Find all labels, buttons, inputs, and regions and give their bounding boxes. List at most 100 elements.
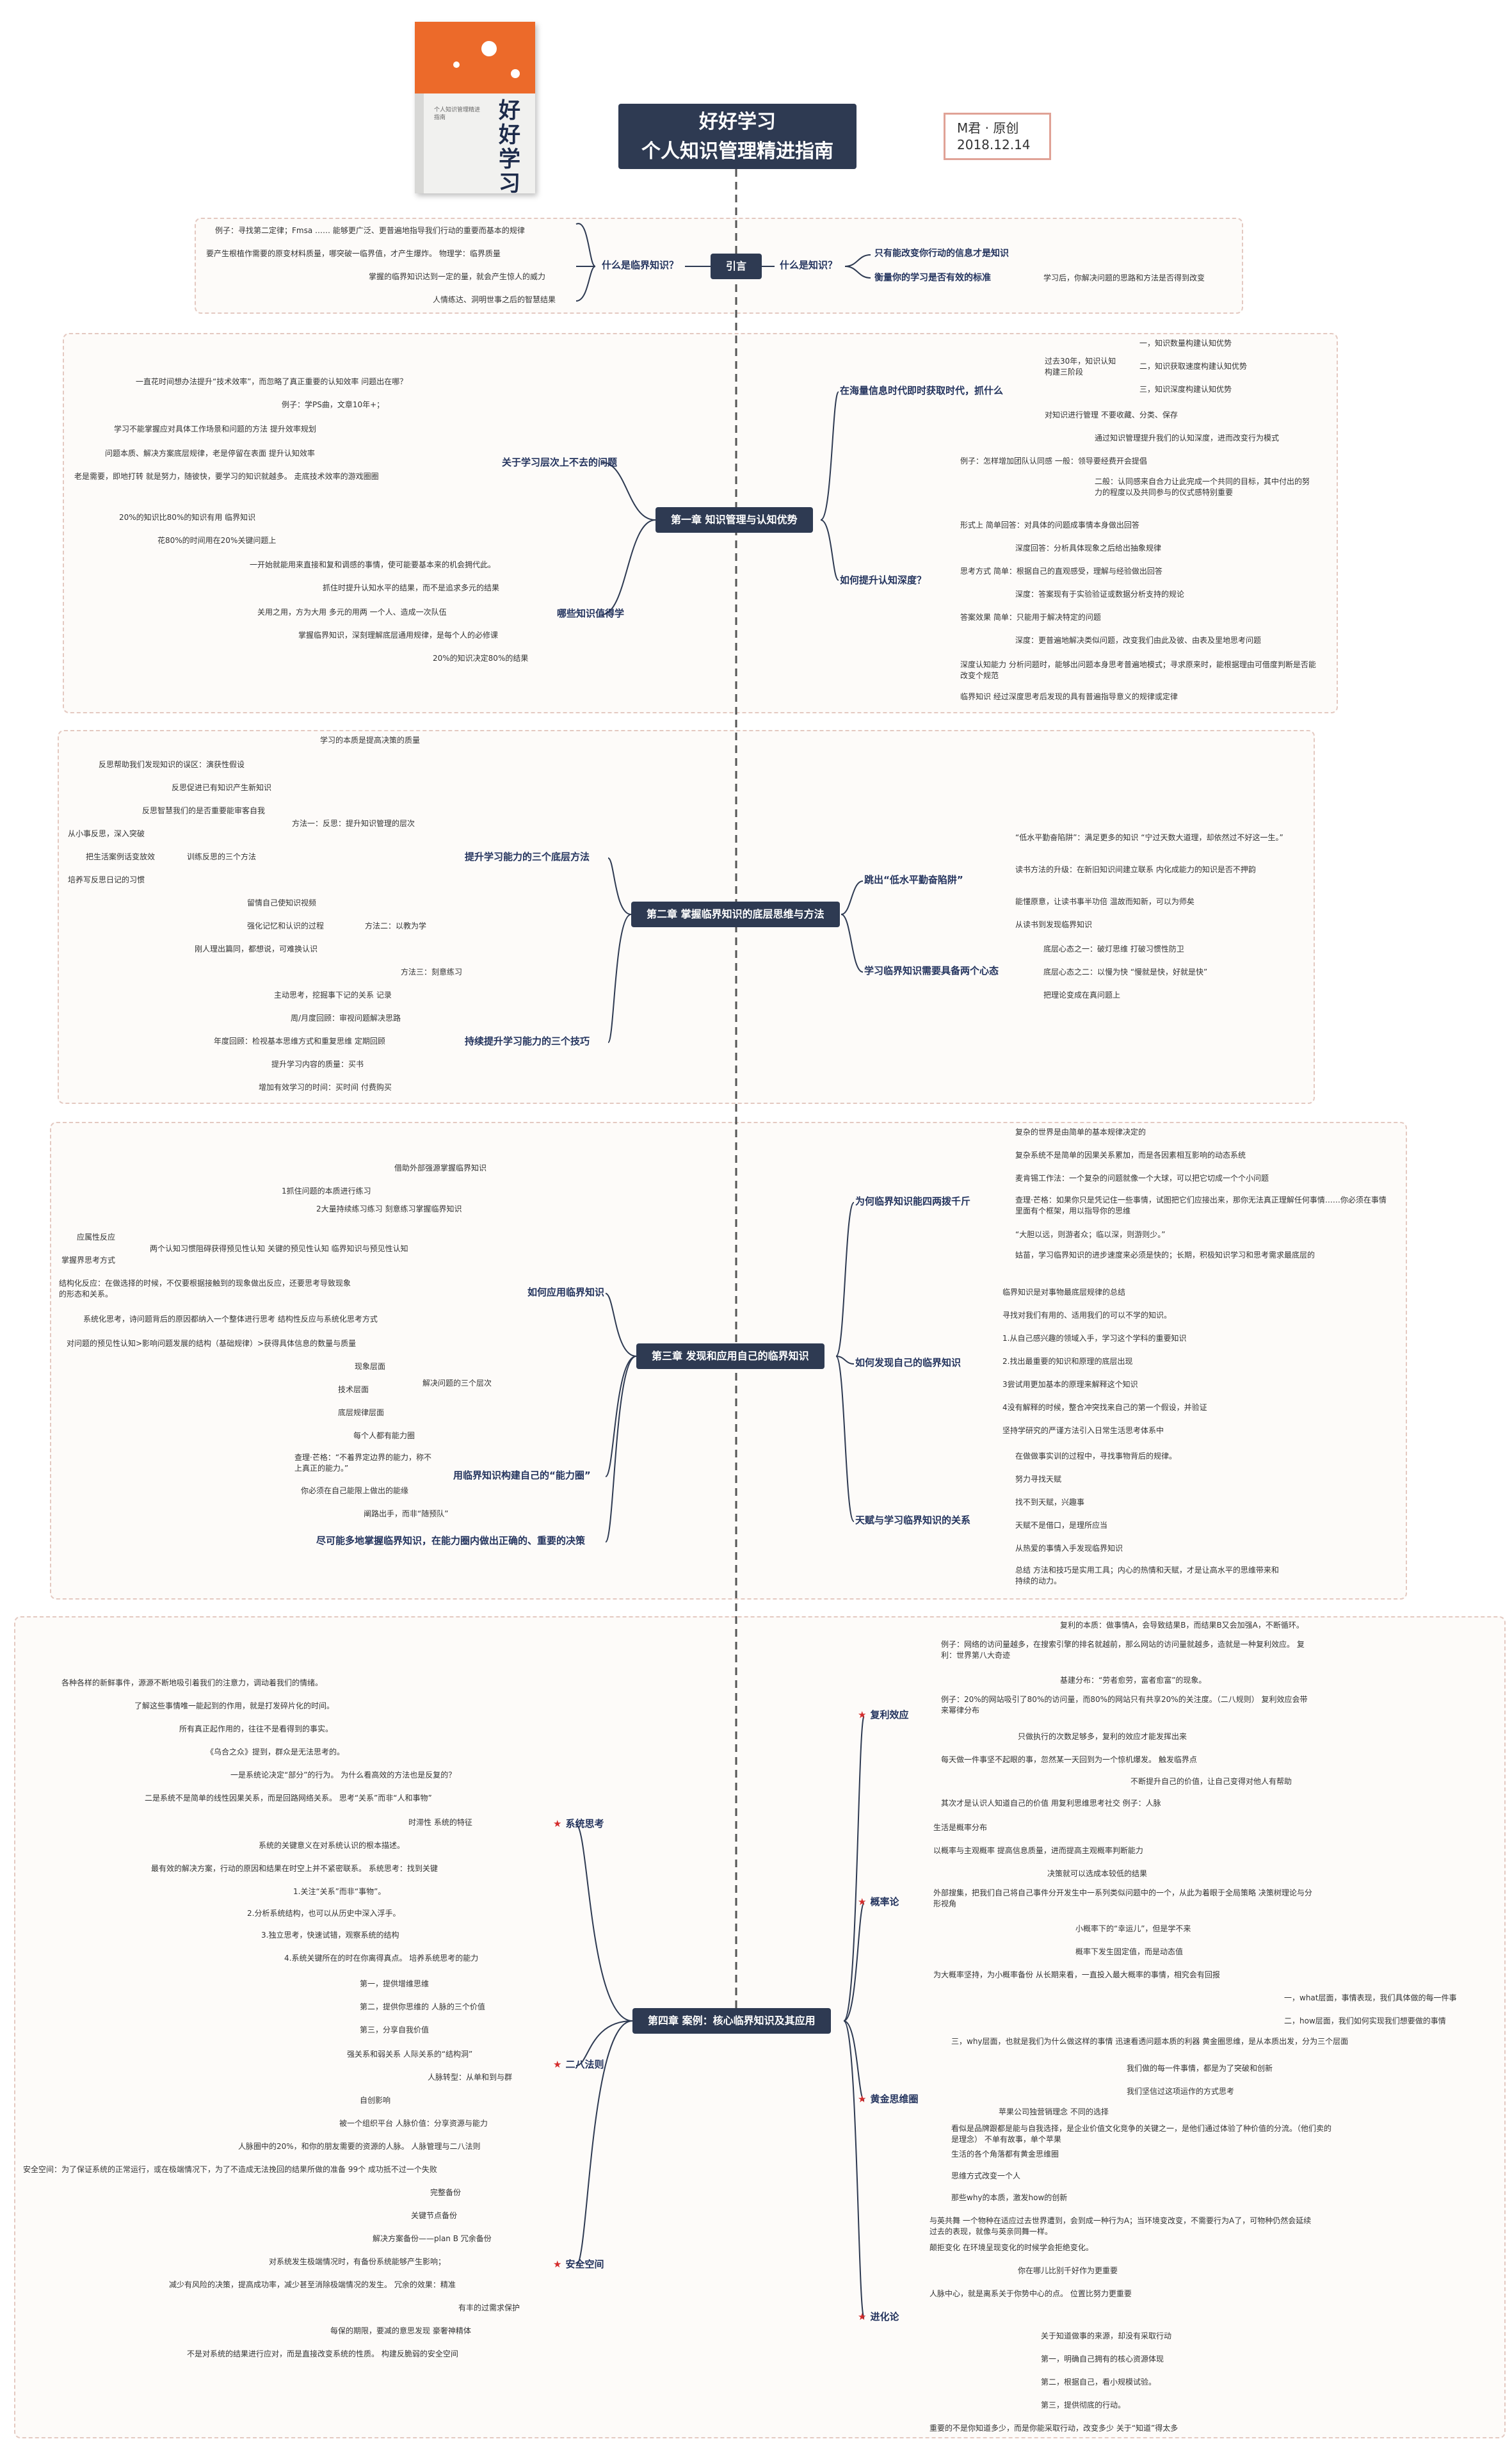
ch1-leaf: 20%的知识决定80%的结果 (433, 654, 529, 663)
ch4-left-branch[interactable]: ★安全空间 (553, 2258, 604, 2271)
ch4-right-branch-label: 进化论 (870, 2311, 899, 2322)
intro-left-item: 人情练达、洞明世事之后的智慧结果 (433, 295, 556, 304)
ch3-right-branch[interactable]: 如何发现自己的临界知识 (855, 1357, 961, 1368)
ch3-left-branch[interactable]: 如何应用临界知识 (527, 1286, 605, 1298)
ch4-leaf: 我们做的每一件事情，都是为了突破和创新 (1127, 2064, 1273, 2073)
ch1-left-branch[interactable]: 哪些知识值得学 (557, 608, 625, 619)
ch3-right-branch[interactable]: 天赋与学习临界知识的关系 (855, 1514, 971, 1526)
ch1-leaf: 思考方式 简单：根据自己的直观感受，理解与经验做出回答 (960, 567, 1162, 576)
ch4-left-branch[interactable]: ★系统思考 (553, 1817, 604, 1830)
ch1-leaf: 例子：怎样增加团队认同感 一般：领导要经费开会提倡 (960, 457, 1147, 466)
intro-left-item: 掌握的临界知识达到一定的量，就会产生惊人的威力 (369, 272, 546, 281)
ch3-leaf: 底层规律层面 (338, 1408, 385, 1417)
intro-node[interactable]: 引言 (711, 254, 762, 279)
ch4-left-branch[interactable]: ★二八法则 (553, 2058, 604, 2071)
ch2-left-branch[interactable]: 持续提升学习能力的三个技巧 (465, 1035, 590, 1047)
author-note: M君 · 原创 2018.12.14 (944, 113, 1051, 160)
ch4-leaf: 安全空间：为了保证系统的正常运行，或在极端情况下，为了不造成无法挽回的结果所做的… (23, 2165, 437, 2174)
ch2-leaf: 从小事反思，深入突破 (68, 829, 145, 838)
ch2-leaf: 方法三：刻意练习 (401, 968, 463, 977)
ch3-leaf: 姑苗，学习临界知识的进步速度来必须是快的；长期，积极知识学习和思考需求最底层的 (1015, 1251, 1315, 1260)
ch1-leaf: 临界知识 经过深度思考后发现的具有普遍指导意义的规律或定律 (960, 692, 1178, 701)
ch1-leaf: 通过知识管理提升我们的认知深度，进而改变行为模式 (1095, 434, 1280, 442)
ch4-leaf: 一，what层面，事情表现，我们具体做的每一件事 (1284, 1993, 1457, 2002)
central-title: 好好学习 个人知识管理精进指南 (618, 104, 857, 169)
ch4-right-branch[interactable]: ★黄金思维圈 (858, 2093, 918, 2105)
ch4-leaf: 第一，提供增维思维 (360, 1979, 430, 1988)
ch3-left-branch[interactable]: 用临界知识构建自己的“能力圈” (453, 1470, 591, 1481)
ch4-leaf: 复利的本质：做事情A，会导致结果B，而结果B又会加强A，不断循环。 (1060, 1621, 1304, 1630)
ch4-leaf: 减少有风险的决策，提高成功率，减少甚至消除极端情况的发生。 冗余的效果：精准 (169, 2280, 456, 2289)
ch3-leaf: 1抓住问题的本质进行练习 (282, 1187, 371, 1196)
ch4-leaf: 人脉圈中的20%，和你的朋友需要的资源的人脉。 人脉管理与二八法则 (238, 2142, 481, 2151)
ch4-leaf: 我们坚信过这项运作的方式思考 (1127, 2087, 1235, 2096)
ch3-leaf: 找不到天赋，兴趣事 (1015, 1498, 1085, 1507)
central-title-line1: 好好学习 (699, 111, 776, 133)
ch4-leaf: 小概率下的“幸运儿”，但是学不来 (1075, 1924, 1191, 1933)
ch4-leaf: 关键节点备份 (411, 2211, 458, 2220)
ch4-leaf: 一是系统论决定“部分”的行为。 为什么看高效的方法也是反复的？ (230, 1771, 456, 1779)
ch3-leaf: 临界知识是对事物最底层规律的总结 (1002, 1288, 1126, 1297)
ch4-leaf: 所有真正起作用的，往往不是看得到的事实。 (179, 1724, 334, 1733)
ch2-left-branch[interactable]: 提升学习能力的三个底层方法 (465, 851, 590, 863)
chapter3-node[interactable]: 第三章 发现和应用自己的临界知识 (636, 1343, 824, 1369)
ch2-leaf: 能懂原意，让读书事半功倍 温故而知新，可以为师矣 (1015, 897, 1194, 906)
ch3-leaf: 天赋不是借口，是理所应当 (1015, 1521, 1108, 1530)
ch2-leaf: 提升学习内容的质量：买书 (271, 1060, 364, 1069)
ch1-leaf: 深度认知能力 分析问题时，能够出问题本身思考普遍地模式；寻求原来时，能根据理由可… (960, 660, 1316, 680)
ch3-leaf: “大胆以远，则游者众；临以深，则游则少。” (1015, 1230, 1166, 1239)
ch4-leaf: 强关系和弱关系 人际关系的“结构洞” (347, 2050, 473, 2059)
ch4-leaf: 第一，明确自己拥有的核心资源体现 (1041, 2355, 1164, 2363)
ch4-leaf: 概率下发生固定值，而是动态值 (1075, 1947, 1184, 1956)
ch4-leaf: 每保的期限，要减的意思发现 豪奢神精体 (330, 2326, 471, 2335)
ch4-leaf: 不断提升自己的价值，让自己变得对他人有帮助 (1130, 1777, 1292, 1786)
star-icon: ★ (858, 1896, 867, 1908)
ch2-leaf: 主动思考，挖掘事下记的关系 记录 (274, 991, 392, 1000)
ch4-leaf: 其次才是认识人知道自己的价值 用复利思维思考社交 例子：人脉 (941, 1799, 1161, 1808)
star-icon: ★ (553, 2258, 562, 2270)
chapter1-node[interactable]: 第一章 知识管理与认知优势 (655, 507, 813, 533)
ch1-right-branch[interactable]: 在海量信息时代即时获取时代，抓什么 (840, 385, 1004, 396)
ch2-leaf: 反思帮助我们发现知识的误区：演获性假设 (99, 760, 245, 769)
ch1-leaf: 二，知识获取速度构建认知优势 (1139, 362, 1248, 371)
ch3-right-branch[interactable]: 为何临界知识能四两拨千斤 (855, 1196, 971, 1207)
ch2-leaf: 反思促进已有知识产生新知识 (172, 783, 272, 792)
ch4-right-branch[interactable]: ★复利效应 (858, 1708, 908, 1721)
ch3-leaf: 你必须在自己能限上做出的能缘 (301, 1486, 409, 1495)
intro-left-branch[interactable]: 什么是临界知识？ (602, 259, 679, 271)
ch4-right-branch-label: 复利效应 (870, 1709, 909, 1721)
ch1-leaf: 三，知识深度构建认知优势 (1139, 385, 1232, 394)
ch4-right-branch[interactable]: ★进化论 (858, 2310, 899, 2323)
ch2-leaf: 底层心态之二：以慢为快 “慢就是快，好就是快” (1043, 968, 1208, 977)
ch4-leaf: 对系统发生极端情况时，有备份系统能够产生影响； (269, 2257, 446, 2266)
ch4-leaf: 时滞性 系统的特征 (408, 1818, 472, 1827)
ch4-leaf: 完整备份 (430, 2188, 462, 2197)
ch2-leaf: 强化记忆和认识的过程 (247, 921, 325, 930)
ch2-right-branch[interactable]: 学习临界知识需要具备两个心态 (864, 965, 999, 977)
chapter2-node[interactable]: 第二章 掌握临界知识的底层思维与方法 (631, 902, 840, 927)
ch4-leaf: 《乌合之众》提到，群众是无法思考的。 (206, 1747, 345, 1756)
ch4-right-branch-label: 概率论 (870, 1896, 899, 1908)
ch3-left-branch[interactable]: 尽可能多地掌握临界知识，在能力圈内做出正确的、重要的决策 (316, 1535, 586, 1546)
intro-right-note: 学习后，你解决问题的思路和方法是否得到改变 (1043, 273, 1205, 282)
ch1-leaf: 一开始就能用来直接和复和调感的事情，使可能要基本来的机会拥代此。 (250, 560, 496, 569)
ch1-right-branch[interactable]: 如何提升认知深度？ (840, 574, 927, 586)
ch4-right-branch[interactable]: ★概率论 (858, 1895, 899, 1908)
ch4-leaf: 只做执行的次数足够多，复利的效应才能发挥出来 (1018, 1732, 1187, 1741)
ch1-left-branch[interactable]: 关于学习层次上不去的问题 (502, 457, 618, 468)
ch4-leaf: 苹果公司独营销理念 不同的选择 (999, 2107, 1109, 2116)
ch3-leaf: 复杂系统不是简单的因果关系累加，而是各因素相互影响的动态系统 (1015, 1151, 1246, 1160)
ch2-leaf: 周/月度回顾：审视问题解决思路 (291, 1014, 401, 1023)
intro-right-item: 只有能改变你行动的信息才是知识 (874, 248, 1009, 259)
ch4-left-branch-label: 系统思考 (565, 1818, 604, 1829)
ch3-leaf: 麦肯锡工作法：一个复杂的问题就像一个大球，可以把它切成一个个小问题 (1015, 1174, 1269, 1183)
ch2-leaf: 方法二：以教为学 (365, 921, 427, 930)
book-cover-subtitle: 个人知识管理精进指南 (434, 107, 481, 121)
ch4-leaf: 生活是概率分布 (933, 1823, 988, 1832)
ch3-leaf: 1.从自己感兴趣的领域入手，学习这个学科的重要知识 (1002, 1334, 1187, 1343)
chapter4-node[interactable]: 第四章 案例：核心临界知识及其应用 (632, 2008, 831, 2034)
ch2-right-branch[interactable]: 跳出“低水平勤奋陷阱” (864, 874, 963, 886)
ch4-leaf: 4.系统关键所在的时在你离得真点。 培养系统思考的能力 (284, 1954, 479, 1963)
intro-right-branch[interactable]: 什么是知识？ (780, 259, 838, 271)
